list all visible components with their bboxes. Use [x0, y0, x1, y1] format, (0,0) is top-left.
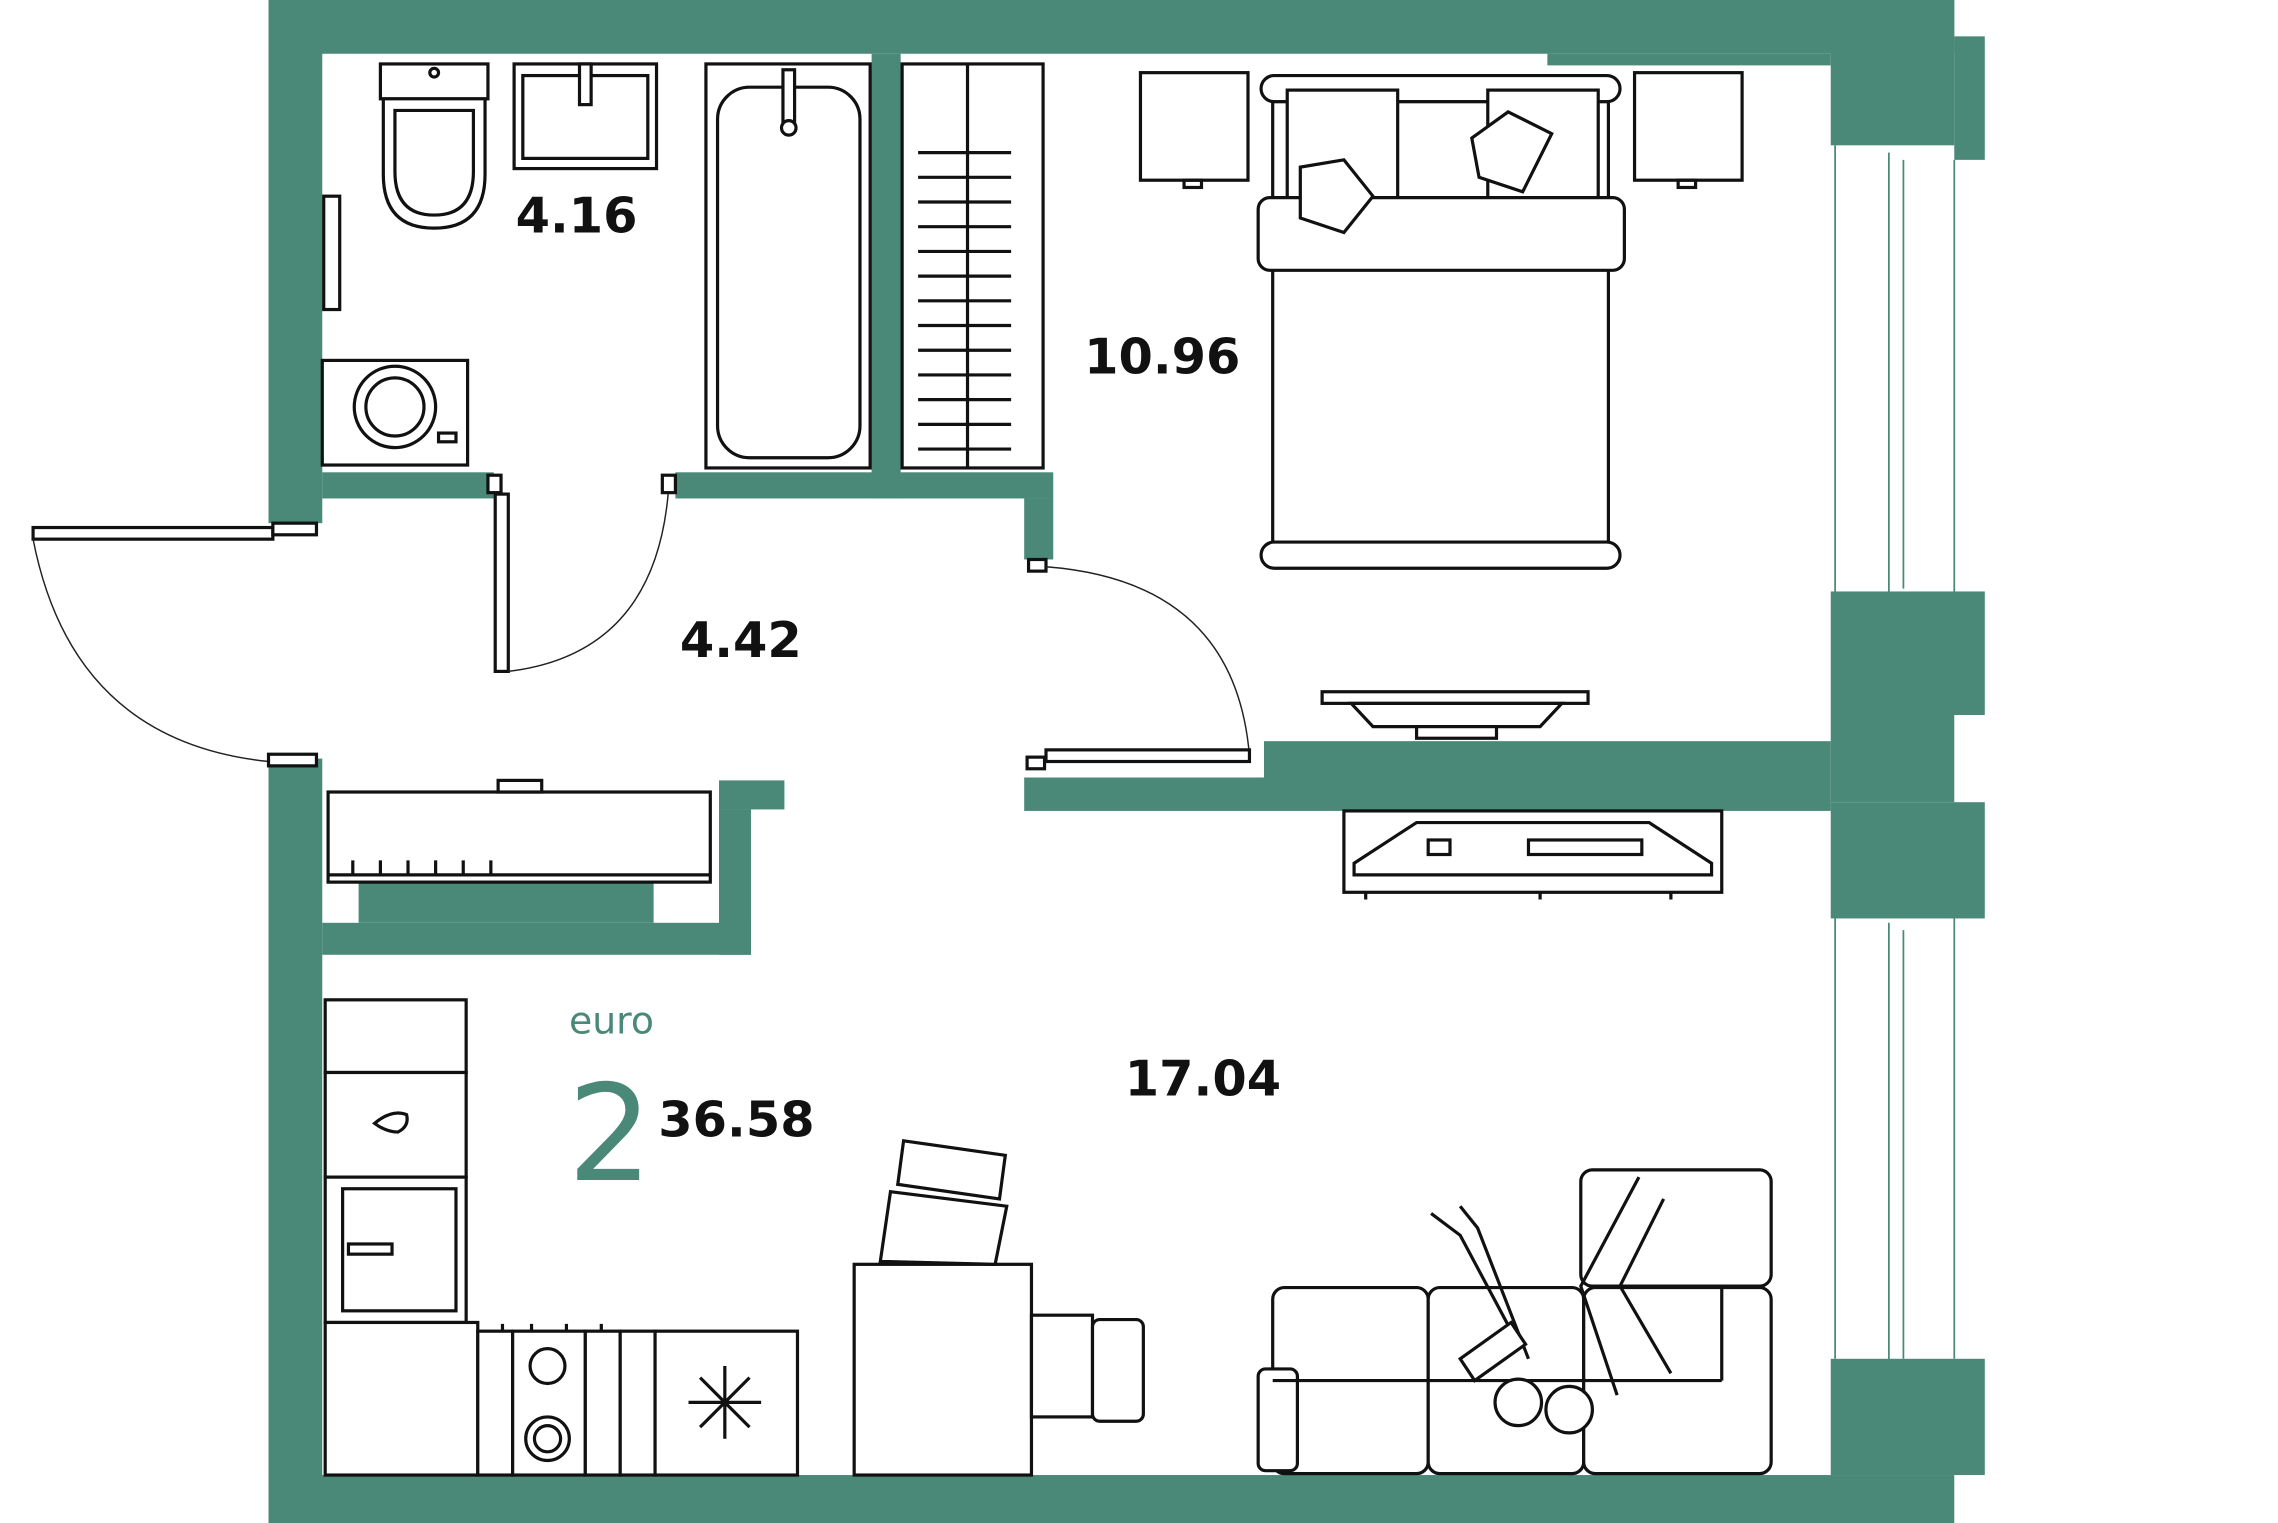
- sofa: [1256, 1168, 1773, 1476]
- nightstand-right: [1632, 71, 1744, 190]
- total-area: 36.58: [658, 1090, 814, 1148]
- bedroom-door: [1025, 557, 1252, 771]
- tv-bedroom: [1320, 690, 1590, 740]
- living-area: 17.04: [1125, 1050, 1281, 1108]
- nightstand-left: [1138, 71, 1250, 190]
- bedroom-area: 10.96: [1084, 327, 1240, 385]
- tv-living: [1342, 809, 1724, 900]
- bathtub: [704, 62, 872, 470]
- toilet: [378, 62, 490, 230]
- plan-type-label: euro: [569, 998, 654, 1042]
- chair-top: [878, 1138, 1009, 1266]
- rooms-count: 2: [567, 1056, 652, 1212]
- dining-table: [852, 1262, 1034, 1477]
- window-living: [1834, 918, 1956, 1367]
- window-bedroom: [1834, 145, 1956, 596]
- hallway-area: 4.42: [680, 611, 802, 669]
- wardrobe: [900, 62, 1045, 470]
- bathroom-door: [486, 473, 678, 673]
- washing-machine: [320, 358, 470, 467]
- entrance-door: [31, 521, 319, 768]
- kitchen-units: [323, 998, 657, 1477]
- people-on-sofa: [1430, 1176, 1673, 1435]
- towel-rail: [322, 194, 342, 312]
- walls: [268, 0, 1985, 1523]
- chair-right: [1029, 1313, 1145, 1423]
- sink: [512, 62, 659, 171]
- bed: [1256, 73, 1626, 570]
- shoe-cabinet: [326, 778, 712, 884]
- bathroom-area: 4.16: [516, 187, 638, 245]
- fridge: [653, 1329, 800, 1477]
